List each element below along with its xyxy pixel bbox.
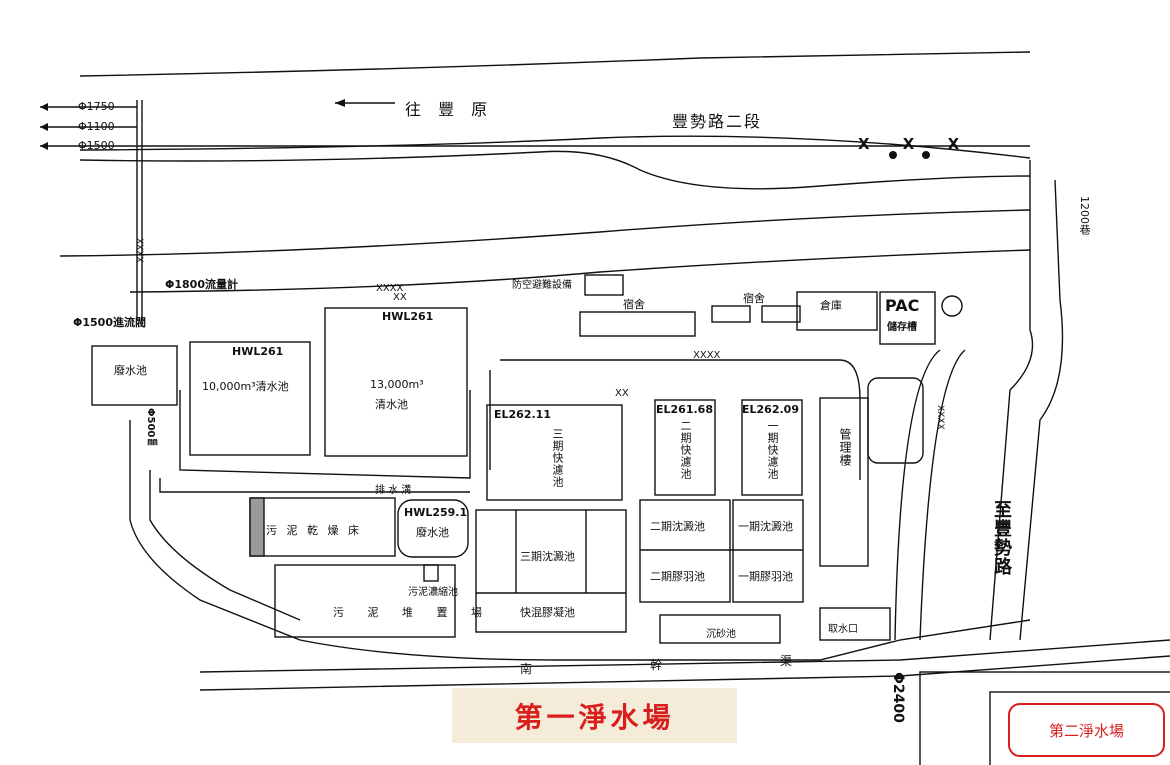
label-filter-2: 二期快濾池 — [679, 420, 692, 480]
label-sludge-bed: 污 泥 乾 燥 床 — [266, 524, 362, 537]
label-fengshi-road: 豐勢路二段 — [672, 112, 763, 131]
dorm-a-outline — [579, 311, 696, 337]
label-waste-tank-mid: 廢水池 — [416, 526, 449, 539]
right-road-1 — [989, 160, 1034, 641]
label-xxxx-right: XXXX — [935, 405, 945, 430]
label-drain: 排 水 溝 — [375, 485, 412, 496]
page-title: 第一淨水場 — [514, 700, 675, 734]
label-canal-1: 南 — [520, 662, 533, 676]
label-filter-1: 一期快濾池 — [766, 420, 779, 480]
label-xx-top: XX — [393, 292, 407, 303]
label-filter-3: 三期快濾池 — [551, 428, 564, 488]
inner-road — [179, 359, 861, 480]
pac-outline — [879, 291, 936, 345]
label-phi1750: Φ1750 — [78, 100, 115, 113]
label-waste-tank-left: 廢水池 — [114, 364, 147, 377]
label-x-marks: X X X — [858, 135, 974, 153]
label-dorm-b: 宿舍 — [743, 292, 765, 305]
label-el261-68: EL261.68 — [656, 403, 713, 416]
label-hwl259: HWL259.1 — [404, 506, 468, 519]
label-mgmt: 管理樓 — [838, 428, 852, 467]
waste-tank-mid-outline — [397, 499, 469, 558]
label-warehouse: 倉庫 — [820, 299, 842, 312]
label-phi1500: Φ1500 — [78, 139, 115, 152]
clear-tank-10000-outline — [189, 341, 311, 456]
river-edge — [79, 150, 1031, 190]
waste-tank-left-outline — [91, 345, 178, 406]
label-sludge-yard: 污 泥 堆 置 場 — [333, 606, 492, 619]
second-plant-badge: 第二淨水場 — [1008, 703, 1165, 757]
label-hwl261-a: HWL261 — [232, 345, 284, 358]
filter-3-outline — [486, 404, 623, 501]
second-plant-boundary — [919, 671, 1170, 765]
bank-line-2 — [129, 249, 1031, 293]
title-banner: 第一淨水場 — [452, 688, 737, 743]
label-overflow: Φ500㎜ — [145, 408, 156, 448]
label-grit: 沉砂池 — [706, 629, 736, 640]
label-pac-sub: 儲存槽 — [887, 322, 917, 333]
right-road-2 — [1019, 179, 1064, 641]
label-clear-13000-a: 13,000m³ — [370, 378, 424, 391]
label-el262-11: EL262.11 — [494, 408, 551, 421]
label-floc-1: 一期膠羽池 — [738, 570, 793, 583]
label-pac: PAC — [885, 296, 920, 315]
sed-1-outline — [732, 499, 804, 603]
mgmt-outline — [819, 397, 869, 567]
label-canal-3: 渠 — [780, 654, 793, 668]
grit-outline — [659, 614, 781, 644]
road-edge-top — [79, 51, 1031, 77]
label-clear-10000: 10,000m³清水池 — [202, 380, 289, 393]
label-phi1800-meter: Φ1800流量計 — [165, 278, 238, 291]
label-intake: 取水口 — [828, 624, 858, 635]
right-road-3 — [894, 349, 941, 641]
sludge-yard-outline — [274, 564, 456, 638]
bank-line-1 — [59, 209, 1031, 257]
label-sludge-thicken: 污泥濃縮池 — [408, 587, 458, 598]
label-canal-2: 幹 — [650, 658, 663, 672]
label-xxxx-top: XXXX — [376, 283, 404, 294]
label-to-fengyuan: 往 豐 原 — [405, 100, 494, 119]
compound-boundary — [129, 420, 1031, 661]
clear-tank-13000-outline — [324, 307, 468, 457]
warehouse-outline — [796, 291, 878, 331]
label-phi1100: Φ1100 — [78, 120, 115, 133]
label-xxxx-vertical: XXXX — [134, 238, 144, 263]
label-sed-2: 二期沈澱池 — [650, 520, 705, 533]
sed-3-outline — [475, 509, 627, 633]
label-phi2400: Φ2400 — [890, 672, 906, 723]
canal-line — [199, 639, 1170, 673]
road-edge-2 — [79, 135, 1031, 159]
label-clear-13000-b: 清水池 — [375, 398, 408, 411]
filter-1-outline — [741, 399, 803, 496]
label-xx-mid: XX — [615, 388, 629, 399]
label-sed-3: 三期沈澱池 — [520, 550, 575, 563]
label-el262-09: EL262.09 — [742, 403, 799, 416]
label-lane-1200: 1200巷 — [1078, 196, 1091, 235]
label-phi1500-valve: Φ1500進流閥 — [73, 316, 146, 329]
label-floc-2: 二期膠羽池 — [650, 570, 705, 583]
label-rapid-mix: 快混膠凝池 — [520, 606, 575, 619]
label-xxxx-mid: XXXX — [693, 350, 721, 361]
label-air-defense: 防空避難設備 — [512, 280, 572, 291]
label-hwl261-b: HWL261 — [382, 310, 434, 323]
right-road-4 — [919, 349, 966, 641]
intake-outline — [819, 607, 891, 641]
label-dorm-a: 宿舍 — [623, 298, 645, 311]
filter-2-outline — [654, 399, 716, 496]
second-plant-label: 第二淨水場 — [1048, 721, 1124, 740]
label-to-fengshi-road: 至豐勢路 — [991, 500, 1012, 576]
label-sed-1: 一期沈澱池 — [738, 520, 793, 533]
sed-2-outline — [639, 499, 731, 603]
